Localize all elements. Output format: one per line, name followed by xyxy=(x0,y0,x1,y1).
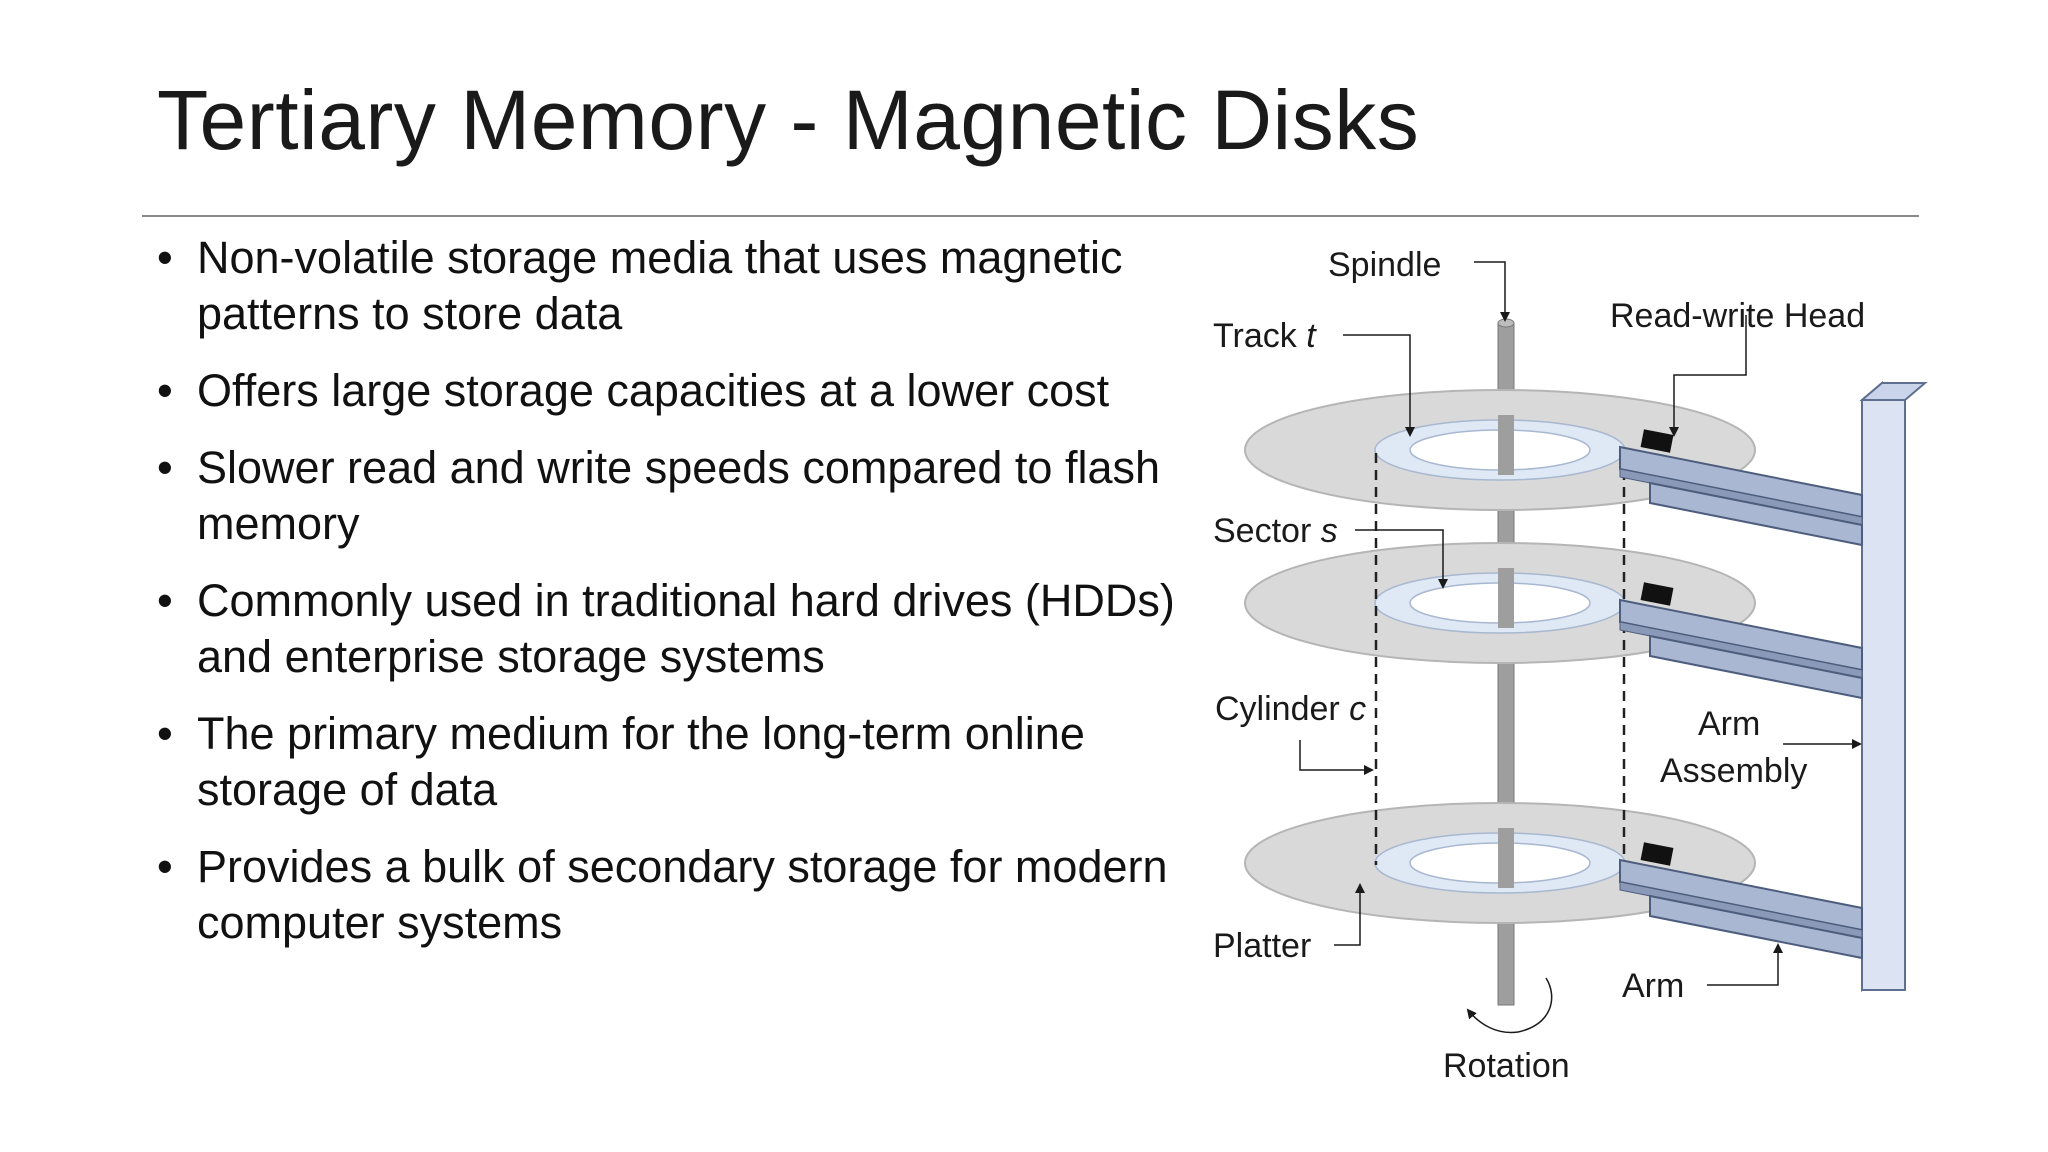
bullet-list: • Non-volatile storage media that uses ma… xyxy=(155,230,1195,972)
bullet-dot: • xyxy=(157,365,173,416)
read-write-head-middle xyxy=(1640,582,1674,606)
platter-top xyxy=(1244,389,1756,511)
bullet-text: The primary medium for the long-term onl… xyxy=(197,708,1085,815)
read-write-head-label: Read-write Head xyxy=(1610,297,1865,335)
disk-diagram: Spindle Track t Read-write Head Sector s… xyxy=(1213,246,1928,1085)
bullet-item: • Offers large storage capacities at a lo… xyxy=(155,363,1195,419)
arm-assembly xyxy=(1859,380,1928,993)
bullet-item: • The primary medium for the long-term on… xyxy=(155,706,1195,818)
read-write-head-bottom xyxy=(1640,842,1674,866)
read-write-head-leader xyxy=(1669,315,1747,437)
platter-middle xyxy=(1244,542,1756,664)
bullet-dot: • xyxy=(157,575,173,626)
cylinder-label: Cylinder c xyxy=(1215,690,1366,728)
arm-top xyxy=(1619,429,1863,547)
rotation-arrow xyxy=(1466,977,1553,1034)
arm-bottom xyxy=(1619,842,1863,960)
bullet-text: Non-volatile storage media that uses mag… xyxy=(197,232,1123,339)
bullet-dot: • xyxy=(157,841,173,892)
arm-middle xyxy=(1619,582,1863,700)
bullet-dot: • xyxy=(157,232,173,283)
bullet-item: • Slower read and write speeds compared t… xyxy=(155,440,1195,552)
cylinder-label-text: Cylinder xyxy=(1215,690,1349,728)
track-label-text: Track xyxy=(1213,317,1306,355)
bullet-text: Slower read and write speeds compared to… xyxy=(197,442,1161,549)
arm-assembly-label-line1: Arm xyxy=(1698,705,1760,743)
arm-assembly-label-line2: Assembly xyxy=(1660,752,1807,790)
spindle-label: Spindle xyxy=(1328,246,1441,284)
bullet-dot: • xyxy=(157,708,173,759)
track-label: Track t xyxy=(1213,317,1317,355)
track-leader xyxy=(1343,334,1415,437)
bullet-dot: • xyxy=(157,442,173,493)
title-divider xyxy=(142,215,1919,217)
slide-title: Tertiary Memory - Magnetic Disks xyxy=(157,73,1420,167)
track-label-var: t xyxy=(1306,317,1317,355)
spindle-leader xyxy=(1474,261,1510,322)
bullet-item: • Provides a bulk of secondary storage fo… xyxy=(155,839,1195,951)
bullet-item: • Non-volatile storage media that uses ma… xyxy=(155,230,1195,342)
platter-bottom xyxy=(1244,802,1756,924)
rotation-label: Rotation xyxy=(1443,1047,1570,1085)
bullet-text: Offers large storage capacities at a low… xyxy=(197,365,1110,416)
sector-leader xyxy=(1355,529,1448,589)
read-write-head-top xyxy=(1640,429,1674,453)
bullet-item: • Commonly used in traditional hard drive… xyxy=(155,573,1195,685)
bullet-text: Provides a bulk of secondary storage for… xyxy=(197,841,1168,948)
sector-label-text: Sector xyxy=(1213,512,1321,550)
sector-label: Sector s xyxy=(1213,512,1338,550)
cylinder-label-var: c xyxy=(1349,690,1366,728)
spindle-top xyxy=(1497,318,1515,328)
arm-leader xyxy=(1707,943,1783,986)
platter-leader xyxy=(1334,883,1365,946)
sector-label-var: s xyxy=(1321,512,1338,550)
arm-label: Arm xyxy=(1622,967,1684,1005)
bullet-text: Commonly used in traditional hard drives… xyxy=(197,575,1175,682)
platter-label: Platter xyxy=(1213,927,1311,965)
cylinder-leader xyxy=(1299,740,1374,775)
